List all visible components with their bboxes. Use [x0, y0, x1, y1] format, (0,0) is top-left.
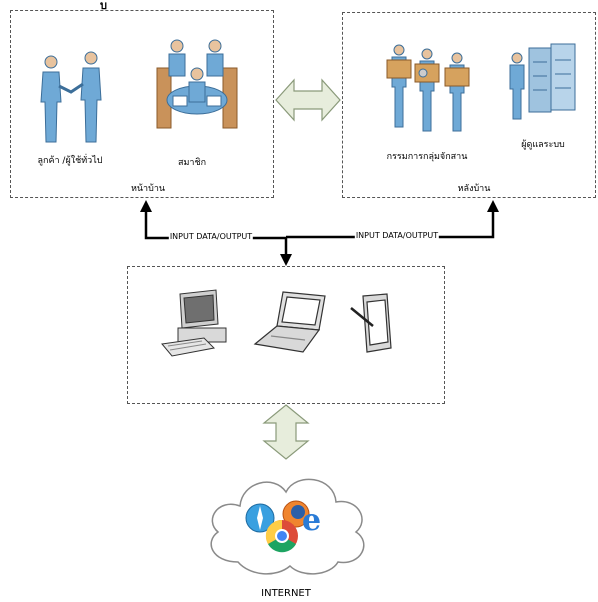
committee-people-icon [386, 44, 470, 132]
backend-box-label: หลังบ้าน [457, 184, 491, 194]
io-left-label: INPUT DATA/OUTPUT [168, 232, 254, 241]
frontend-box-label: หน้าบ้าน [130, 184, 166, 194]
customer-label: ลูกค้า /ผู้ใช้ทั่วไป [37, 156, 103, 166]
committee-label: กรรมการกลุ่มจักสาน [386, 152, 468, 162]
member-label: สมาชิก [177, 158, 207, 168]
browser-logos-icon: e [245, 500, 321, 553]
corner-label: บ [100, 0, 107, 12]
double-arrow-horizontal-icon [275, 78, 341, 122]
io-right-label: INPUT DATA/OUTPUT [354, 231, 440, 240]
devices-box [127, 266, 445, 404]
internet-label: INTERNET [261, 588, 311, 599]
frontend-box [10, 10, 274, 198]
desktop-computer-icon [161, 289, 227, 357]
handshake-people-icon [40, 51, 102, 143]
double-arrow-vertical-icon [262, 404, 310, 460]
admin-server-icon [509, 43, 576, 120]
laptop-icon [253, 291, 326, 353]
backend-box [342, 12, 596, 198]
admin-label: ผู้ดูแลระบบ [521, 140, 565, 150]
meeting-group-icon [156, 39, 238, 129]
tablet-stylus-icon [350, 293, 392, 353]
svg-text:e: e [302, 503, 321, 538]
